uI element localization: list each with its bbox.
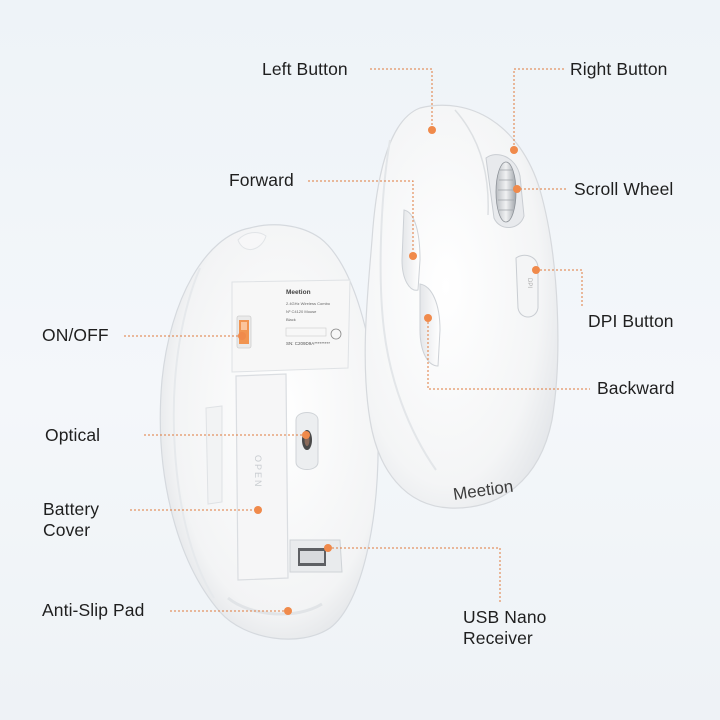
leader-lines [124, 68, 590, 612]
mouse-bottom-view: Meetion 2.4GHz Wireless Combo Nº C4120 M… [159, 224, 379, 640]
label-scroll-wheel: Scroll Wheel [574, 179, 674, 199]
mouse-top-view: DPI Meetion [364, 104, 559, 509]
sticker-brand: Meetion [286, 289, 311, 296]
label-on-off: ON/OFF [42, 325, 109, 345]
label-dpi-button: DPI Button [588, 311, 674, 331]
label-usb-nano-receiver: USB Nano Receiver [463, 607, 546, 649]
label-right-button: Right Button [570, 59, 668, 79]
label-forward: Forward [229, 170, 294, 190]
label-optical: Optical [45, 425, 101, 445]
label-usb-line2: Receiver [463, 628, 533, 648]
svg-text:2.4GHz Wireless Combo: 2.4GHz Wireless Combo [286, 301, 331, 306]
label-battery-cover-line1: Battery [43, 499, 100, 519]
svg-text:DPI: DPI [526, 278, 532, 288]
label-anti-slip-pad: Anti-Slip Pad [42, 600, 145, 620]
label-backward: Backward [597, 378, 675, 398]
svg-text:OPEN: OPEN [253, 455, 263, 489]
svg-text:Nº C4120 Mouse: Nº C4120 Mouse [286, 309, 317, 314]
svg-text:Black: Black [286, 317, 296, 322]
label-usb-line1: USB Nano [463, 607, 547, 627]
label-battery-cover: Battery Cover [43, 499, 99, 541]
svg-text:SN: C209D9A*********: SN: C209D9A********* [286, 341, 330, 346]
label-battery-cover-line2: Cover [43, 520, 91, 540]
label-left-button: Left Button [262, 59, 348, 79]
marker-dots [238, 126, 540, 615]
